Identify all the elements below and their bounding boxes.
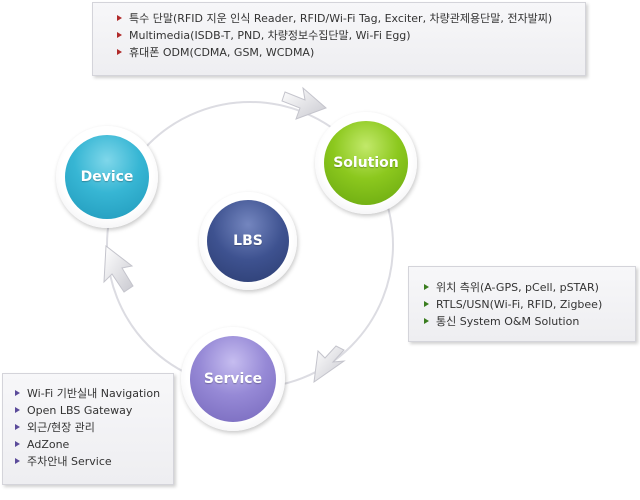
service-label: Service [203, 371, 263, 387]
list-item: 특수 단말(RFID 지운 인식 Reader, RFID/Wi-Fi Tag,… [117, 10, 585, 27]
solution-label: Solution [333, 155, 399, 171]
list-item: AdZone [15, 436, 173, 453]
list-item: RTLS/USN(Wi-Fi, RFID, Zigbee) [424, 296, 635, 313]
service-info-box: 위치 측위(A-GPS, pCell, pSTAR) RTLS/USN(Wi-F… [408, 266, 636, 342]
list-item: Wi-Fi 기반실내 Navigation [15, 385, 173, 402]
arrow-to-solution-icon [281, 86, 327, 120]
list-item: 휴대폰 ODM(CDMA, GSM, WCDMA) [117, 44, 585, 61]
bullet-triangle-icon [117, 32, 122, 38]
bullet-triangle-icon [15, 407, 20, 413]
service-node: Service [181, 327, 285, 431]
bullet-triangle-icon [15, 424, 20, 430]
device-info-box: Wi-Fi 기반실내 Navigation Open LBS Gateway 외… [2, 373, 174, 485]
list-item: Multimedia(ISDB-T, PND, 차량정보수집단말, Wi-Fi … [117, 27, 585, 44]
arrow-to-device-icon [103, 245, 134, 293]
list-item: 외근/현장 관리 [15, 419, 173, 436]
list-item: 통신 System O&M Solution [424, 313, 635, 330]
bullet-triangle-icon [117, 49, 122, 55]
solution-node: Solution [315, 112, 417, 214]
device-node: Device [56, 126, 158, 228]
lbs-label: LBS [233, 233, 263, 249]
list-item: 위치 측위(A-GPS, pCell, pSTAR) [424, 279, 635, 296]
bullet-triangle-icon [117, 15, 122, 21]
bullet-triangle-icon [15, 458, 20, 464]
bullet-triangle-icon [424, 284, 429, 290]
arrow-to-service-icon [313, 345, 346, 384]
solution-info-list: 특수 단말(RFID 지운 인식 Reader, RFID/Wi-Fi Tag,… [117, 10, 585, 61]
bullet-triangle-icon [15, 441, 20, 447]
bullet-triangle-icon [15, 390, 20, 396]
device-label: Device [80, 169, 134, 185]
service-info-list: 위치 측위(A-GPS, pCell, pSTAR) RTLS/USN(Wi-F… [424, 279, 635, 330]
device-info-list: Wi-Fi 기반실내 Navigation Open LBS Gateway 외… [15, 385, 173, 470]
lbs-node: LBS [199, 192, 297, 290]
bullet-triangle-icon [424, 318, 429, 324]
list-item: Open LBS Gateway [15, 402, 173, 419]
list-item: 주차안내 Service [15, 453, 173, 470]
solution-info-box: 특수 단말(RFID 지운 인식 Reader, RFID/Wi-Fi Tag,… [92, 2, 586, 76]
bullet-triangle-icon [424, 301, 429, 307]
